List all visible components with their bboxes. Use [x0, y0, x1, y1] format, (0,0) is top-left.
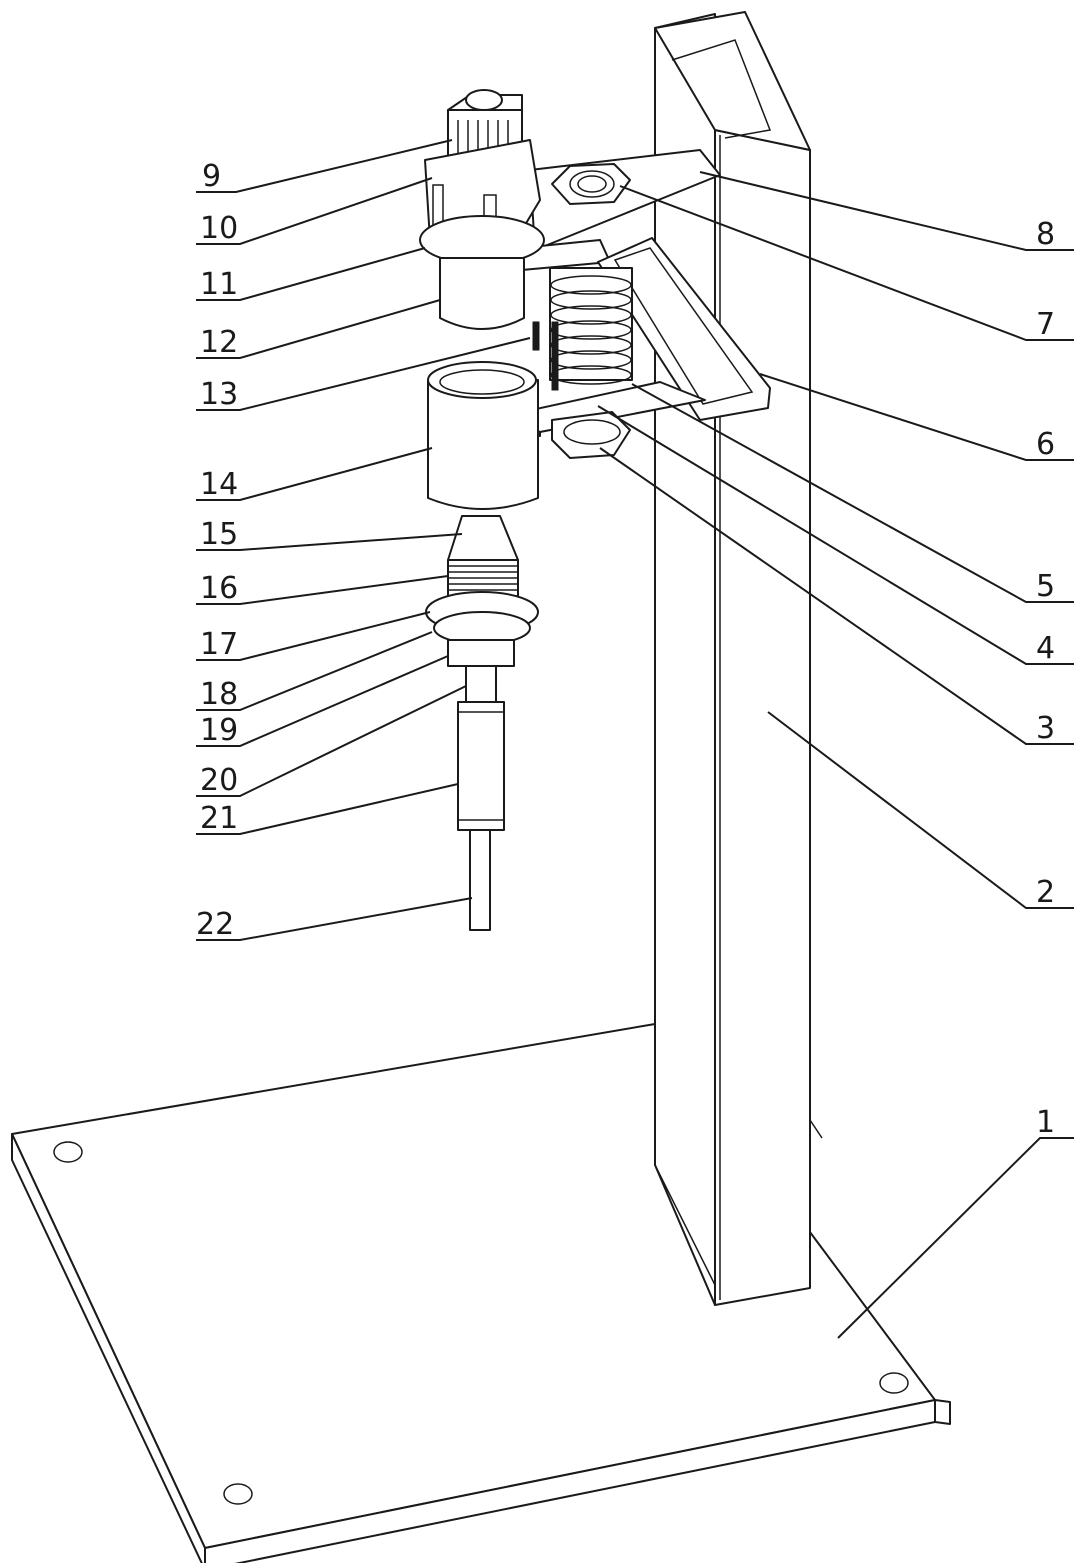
collection-cup	[428, 362, 538, 509]
tool-body	[458, 702, 504, 830]
guide-rod	[552, 322, 558, 390]
callout-20: 20	[200, 763, 238, 798]
callout-13: 13	[200, 377, 238, 412]
column	[655, 12, 822, 1305]
bolted-flange	[426, 592, 538, 644]
shaft	[466, 666, 496, 702]
mount-flange	[420, 216, 544, 264]
callout-15: 15	[200, 517, 238, 552]
callout-5: 5	[1036, 569, 1055, 604]
callout-6: 6	[1036, 427, 1055, 462]
collar	[448, 640, 514, 666]
spring	[550, 268, 632, 384]
gear-housing	[440, 258, 524, 329]
callout-3: 3	[1036, 711, 1055, 746]
callout-22: 22	[196, 907, 234, 942]
callout-16: 16	[200, 571, 238, 606]
callout-12: 12	[200, 325, 238, 360]
callout-1: 1	[1036, 1105, 1055, 1140]
callout-21: 21	[200, 801, 238, 836]
scale-mark	[533, 322, 539, 350]
callout-4: 4	[1036, 631, 1055, 666]
callout-8: 8	[1036, 217, 1055, 252]
callout-17: 17	[200, 627, 238, 662]
cone-coupling	[448, 516, 518, 560]
callout-10: 10	[200, 211, 238, 246]
callout-14: 14	[200, 467, 238, 502]
callout-19: 19	[200, 713, 238, 748]
callout-11: 11	[200, 267, 238, 302]
callout-2: 2	[1036, 875, 1055, 910]
callout-9: 9	[202, 159, 221, 194]
callout-18: 18	[200, 677, 238, 712]
callout-7: 7	[1036, 307, 1055, 342]
probe-tip	[470, 830, 490, 930]
